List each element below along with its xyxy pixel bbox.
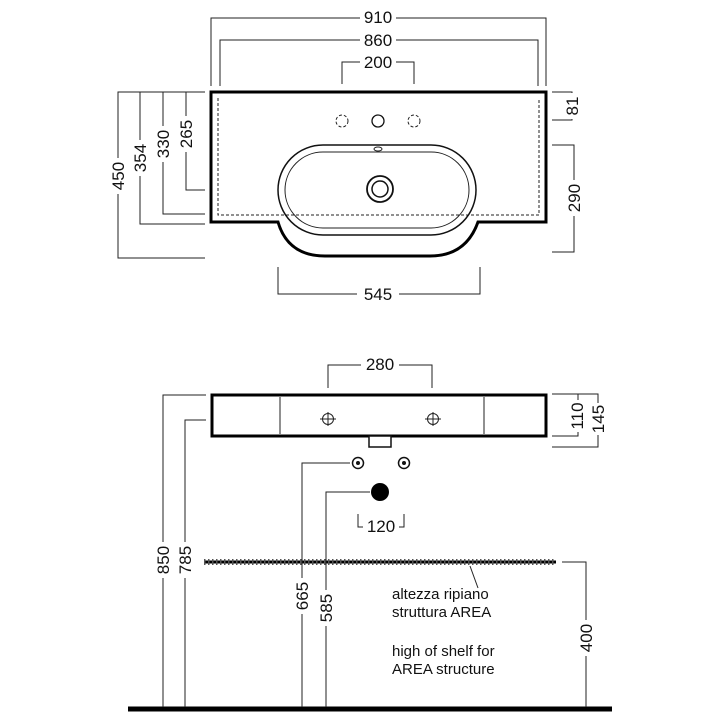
note-italian-line-1: altezza ripiano (392, 586, 489, 603)
bowl-inner (284, 151, 470, 229)
bowl-outline (277, 144, 477, 236)
drain-outer-icon (366, 175, 394, 203)
dim-400: 400 (577, 624, 596, 652)
note-english-line-2: AREA structure (392, 661, 495, 678)
dim-line-850 (162, 394, 206, 707)
dim-354: 354 (131, 144, 150, 172)
dim-81: 81 (563, 97, 582, 116)
dim-330: 330 (154, 130, 173, 158)
note-leader-line (469, 565, 479, 589)
dim-545: 545 (364, 285, 392, 304)
dim-290: 290 (565, 184, 584, 212)
note-english-line-1: high of shelf for (392, 643, 495, 660)
dim-line-785 (184, 419, 206, 707)
front-view: 280 110 145 120 850 785 665 585 (128, 353, 612, 712)
tap-hole-right-icon (407, 114, 421, 128)
plan-view: 910 860 200 450 354 330 265 81 290 545 (108, 6, 584, 304)
dim-785: 785 (176, 546, 195, 574)
dim-665: 665 (293, 582, 312, 610)
dim-110: 110 (568, 402, 587, 429)
dim-585: 585 (317, 594, 336, 622)
dim-120: 120 (367, 517, 395, 536)
note-italian-line-2: struttura AREA (392, 604, 491, 621)
dim-200: 200 (364, 53, 392, 72)
overflow-icon (373, 146, 383, 152)
dim-line-354 (139, 92, 205, 225)
tap-hole-center-icon (371, 114, 385, 128)
tap-hole-left-icon (335, 114, 349, 128)
basin-plan-outline (209, 90, 548, 258)
drain-connection-icon (371, 483, 389, 501)
dim-450: 450 (109, 162, 128, 190)
front-tap-left-icon (320, 412, 336, 426)
drain-inner-icon (371, 180, 389, 198)
basin-front-outline (210, 393, 548, 438)
dim-line-400 (562, 561, 587, 707)
dim-280: 280 (366, 355, 394, 374)
dim-860: 860 (364, 31, 392, 50)
dim-line-665 (301, 462, 350, 707)
dim-145: 145 (589, 405, 608, 433)
front-tap-right-icon (425, 412, 441, 426)
water-supply-left-icon (351, 456, 365, 470)
dim-265: 265 (177, 120, 196, 148)
dim-910: 910 (364, 8, 392, 27)
dim-850: 850 (154, 546, 173, 574)
dim-line-585 (325, 491, 370, 707)
water-supply-right-icon (397, 456, 411, 470)
counter-dashed-line (217, 98, 540, 216)
waste-outlet (368, 435, 392, 448)
